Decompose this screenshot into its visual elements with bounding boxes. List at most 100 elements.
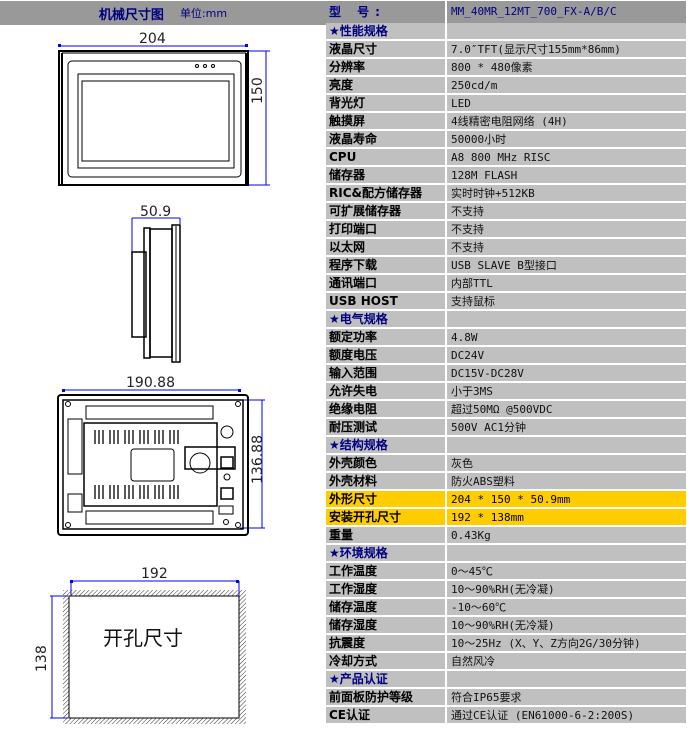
spec-value: 超过50MΩ @500VDC bbox=[447, 401, 686, 417]
spec-row: CE认证通过CE认证 (EN61000-6-2:200S) bbox=[326, 707, 686, 725]
spec-value: -10～60℃ bbox=[447, 599, 686, 615]
spec-value: 250cd/m bbox=[447, 77, 686, 93]
spec-value bbox=[447, 671, 686, 687]
spec-label: 可扩展储存器 bbox=[326, 203, 447, 219]
spec-value: 不支持 bbox=[447, 203, 686, 219]
cutout-width-label: 192 bbox=[141, 566, 168, 582]
back-width-label: 190.88 bbox=[126, 375, 175, 391]
side-depth-label: 50.9 bbox=[140, 204, 172, 220]
spec-value: 128M FLASH bbox=[447, 167, 686, 183]
spec-label: 储存温度 bbox=[326, 599, 447, 615]
spec-label: 以太网 bbox=[326, 239, 447, 255]
spec-label: 重量 bbox=[326, 527, 447, 543]
spec-label: 冷却方式 bbox=[326, 653, 447, 669]
unit-label: 单位:mm bbox=[179, 7, 228, 20]
spec-label: CPU bbox=[326, 149, 447, 165]
spec-value: 10～25Hz (X、Y、Z方向2G/30分钟) bbox=[447, 635, 686, 651]
spec-row: 打印端口不支持 bbox=[326, 221, 686, 239]
spec-row: RIC&配方储存器实时时钟+512KB bbox=[326, 185, 686, 203]
section-header-row: ★电气规格 bbox=[326, 311, 686, 329]
spec-value: 灰色 bbox=[447, 455, 686, 471]
back-view-svg bbox=[57, 389, 265, 536]
drawing-header: 机械尺寸图 单位:mm bbox=[0, 1, 326, 25]
spec-row: 以太网不支持 bbox=[326, 239, 686, 257]
side-view-svg bbox=[131, 217, 181, 363]
spec-value: DC15V-DC28V bbox=[447, 365, 686, 381]
mechanical-drawing-panel: 机械尺寸图 单位:mm 204 150 50.9 bbox=[0, 0, 326, 736]
spec-value: 通过CE认证 (EN61000-6-2:200S) bbox=[447, 707, 686, 723]
spec-label: RIC&配方储存器 bbox=[326, 185, 447, 201]
spec-value: 204 * 150 * 50.9mm bbox=[447, 491, 686, 507]
spec-value bbox=[447, 311, 686, 327]
cutout-center-text: 开孔尺寸 bbox=[103, 626, 183, 650]
model-row: 型 号: MM_40MR_12MT_700_FX-A/B/C bbox=[326, 1, 686, 23]
section-header-row: ★结构规格 bbox=[326, 437, 686, 455]
spec-value: DC24V bbox=[447, 347, 686, 363]
model-value: MM_40MR_12MT_700_FX-A/B/C bbox=[447, 1, 686, 23]
spec-row: 绝缘电阻超过50MΩ @500VDC bbox=[326, 401, 686, 419]
front-view-svg bbox=[58, 44, 270, 186]
spec-label: 前面板防护等级 bbox=[326, 689, 447, 705]
spec-value bbox=[447, 545, 686, 561]
spec-row: 允许失电小于3MS bbox=[326, 383, 686, 401]
spec-value bbox=[447, 437, 686, 453]
spec-value: 10～90%RH(无冷凝) bbox=[447, 617, 686, 633]
spec-row: 前面板防护等级符合IP65要求 bbox=[326, 689, 686, 707]
spec-label: USB HOST bbox=[326, 293, 447, 309]
spec-label: 储存器 bbox=[326, 167, 447, 183]
spec-label: 分辨率 bbox=[326, 59, 447, 75]
spec-label: 额度电压 bbox=[326, 347, 447, 363]
spec-label: 液晶尺寸 bbox=[326, 41, 447, 57]
spec-value: 800 * 480像素 bbox=[447, 59, 686, 75]
spec-label: 通讯端口 bbox=[326, 275, 447, 291]
spec-label: 输入范围 bbox=[326, 365, 447, 381]
spec-label: 液晶寿命 bbox=[326, 131, 447, 147]
spec-value: 符合IP65要求 bbox=[447, 689, 686, 705]
section-title: ★结构规格 bbox=[326, 437, 447, 453]
drawing-title: 机械尺寸图 bbox=[98, 7, 164, 23]
spec-row: 可扩展储存器不支持 bbox=[326, 203, 686, 221]
spec-value: 0～45℃ bbox=[447, 563, 686, 579]
spec-value: 0.43Kg bbox=[447, 527, 686, 543]
spec-label: 抗震度 bbox=[326, 635, 447, 651]
spec-label: CE认证 bbox=[326, 707, 447, 723]
spec-value: 内部TTL bbox=[447, 275, 686, 291]
spec-label: 安装开孔尺寸 bbox=[326, 509, 447, 525]
spec-value: 自然风冷 bbox=[447, 653, 686, 669]
spec-value: 实时时钟+512KB bbox=[447, 185, 686, 201]
section-title: ★电气规格 bbox=[326, 311, 447, 327]
spec-row: 通讯端口内部TTL bbox=[326, 275, 686, 293]
spec-label: 耐压测试 bbox=[326, 419, 447, 435]
spec-label: 打印端口 bbox=[326, 221, 447, 237]
spec-value bbox=[447, 23, 686, 39]
spec-label: 亮度 bbox=[326, 77, 447, 93]
spec-value: 小于3MS bbox=[447, 383, 686, 399]
spec-label: 绝缘电阻 bbox=[326, 401, 447, 417]
section-title: ★环境规格 bbox=[326, 545, 447, 561]
spec-label: 背光灯 bbox=[326, 95, 447, 111]
front-width-label: 204 bbox=[139, 31, 166, 47]
spec-value: 4.8W bbox=[447, 329, 686, 345]
cutout-view-svg bbox=[50, 580, 246, 724]
spec-value: 支持鼠标 bbox=[447, 293, 686, 309]
model-label: 型 号: bbox=[326, 1, 447, 23]
spec-row: 外壳材料防火ABS塑料 bbox=[326, 473, 686, 491]
spec-label: 额定功率 bbox=[326, 329, 447, 345]
spec-label: 工作湿度 bbox=[326, 581, 447, 597]
section-header-row: ★环境规格 bbox=[326, 545, 686, 563]
spec-label: 储存湿度 bbox=[326, 617, 447, 633]
spec-row: 冷却方式自然风冷 bbox=[326, 653, 686, 671]
